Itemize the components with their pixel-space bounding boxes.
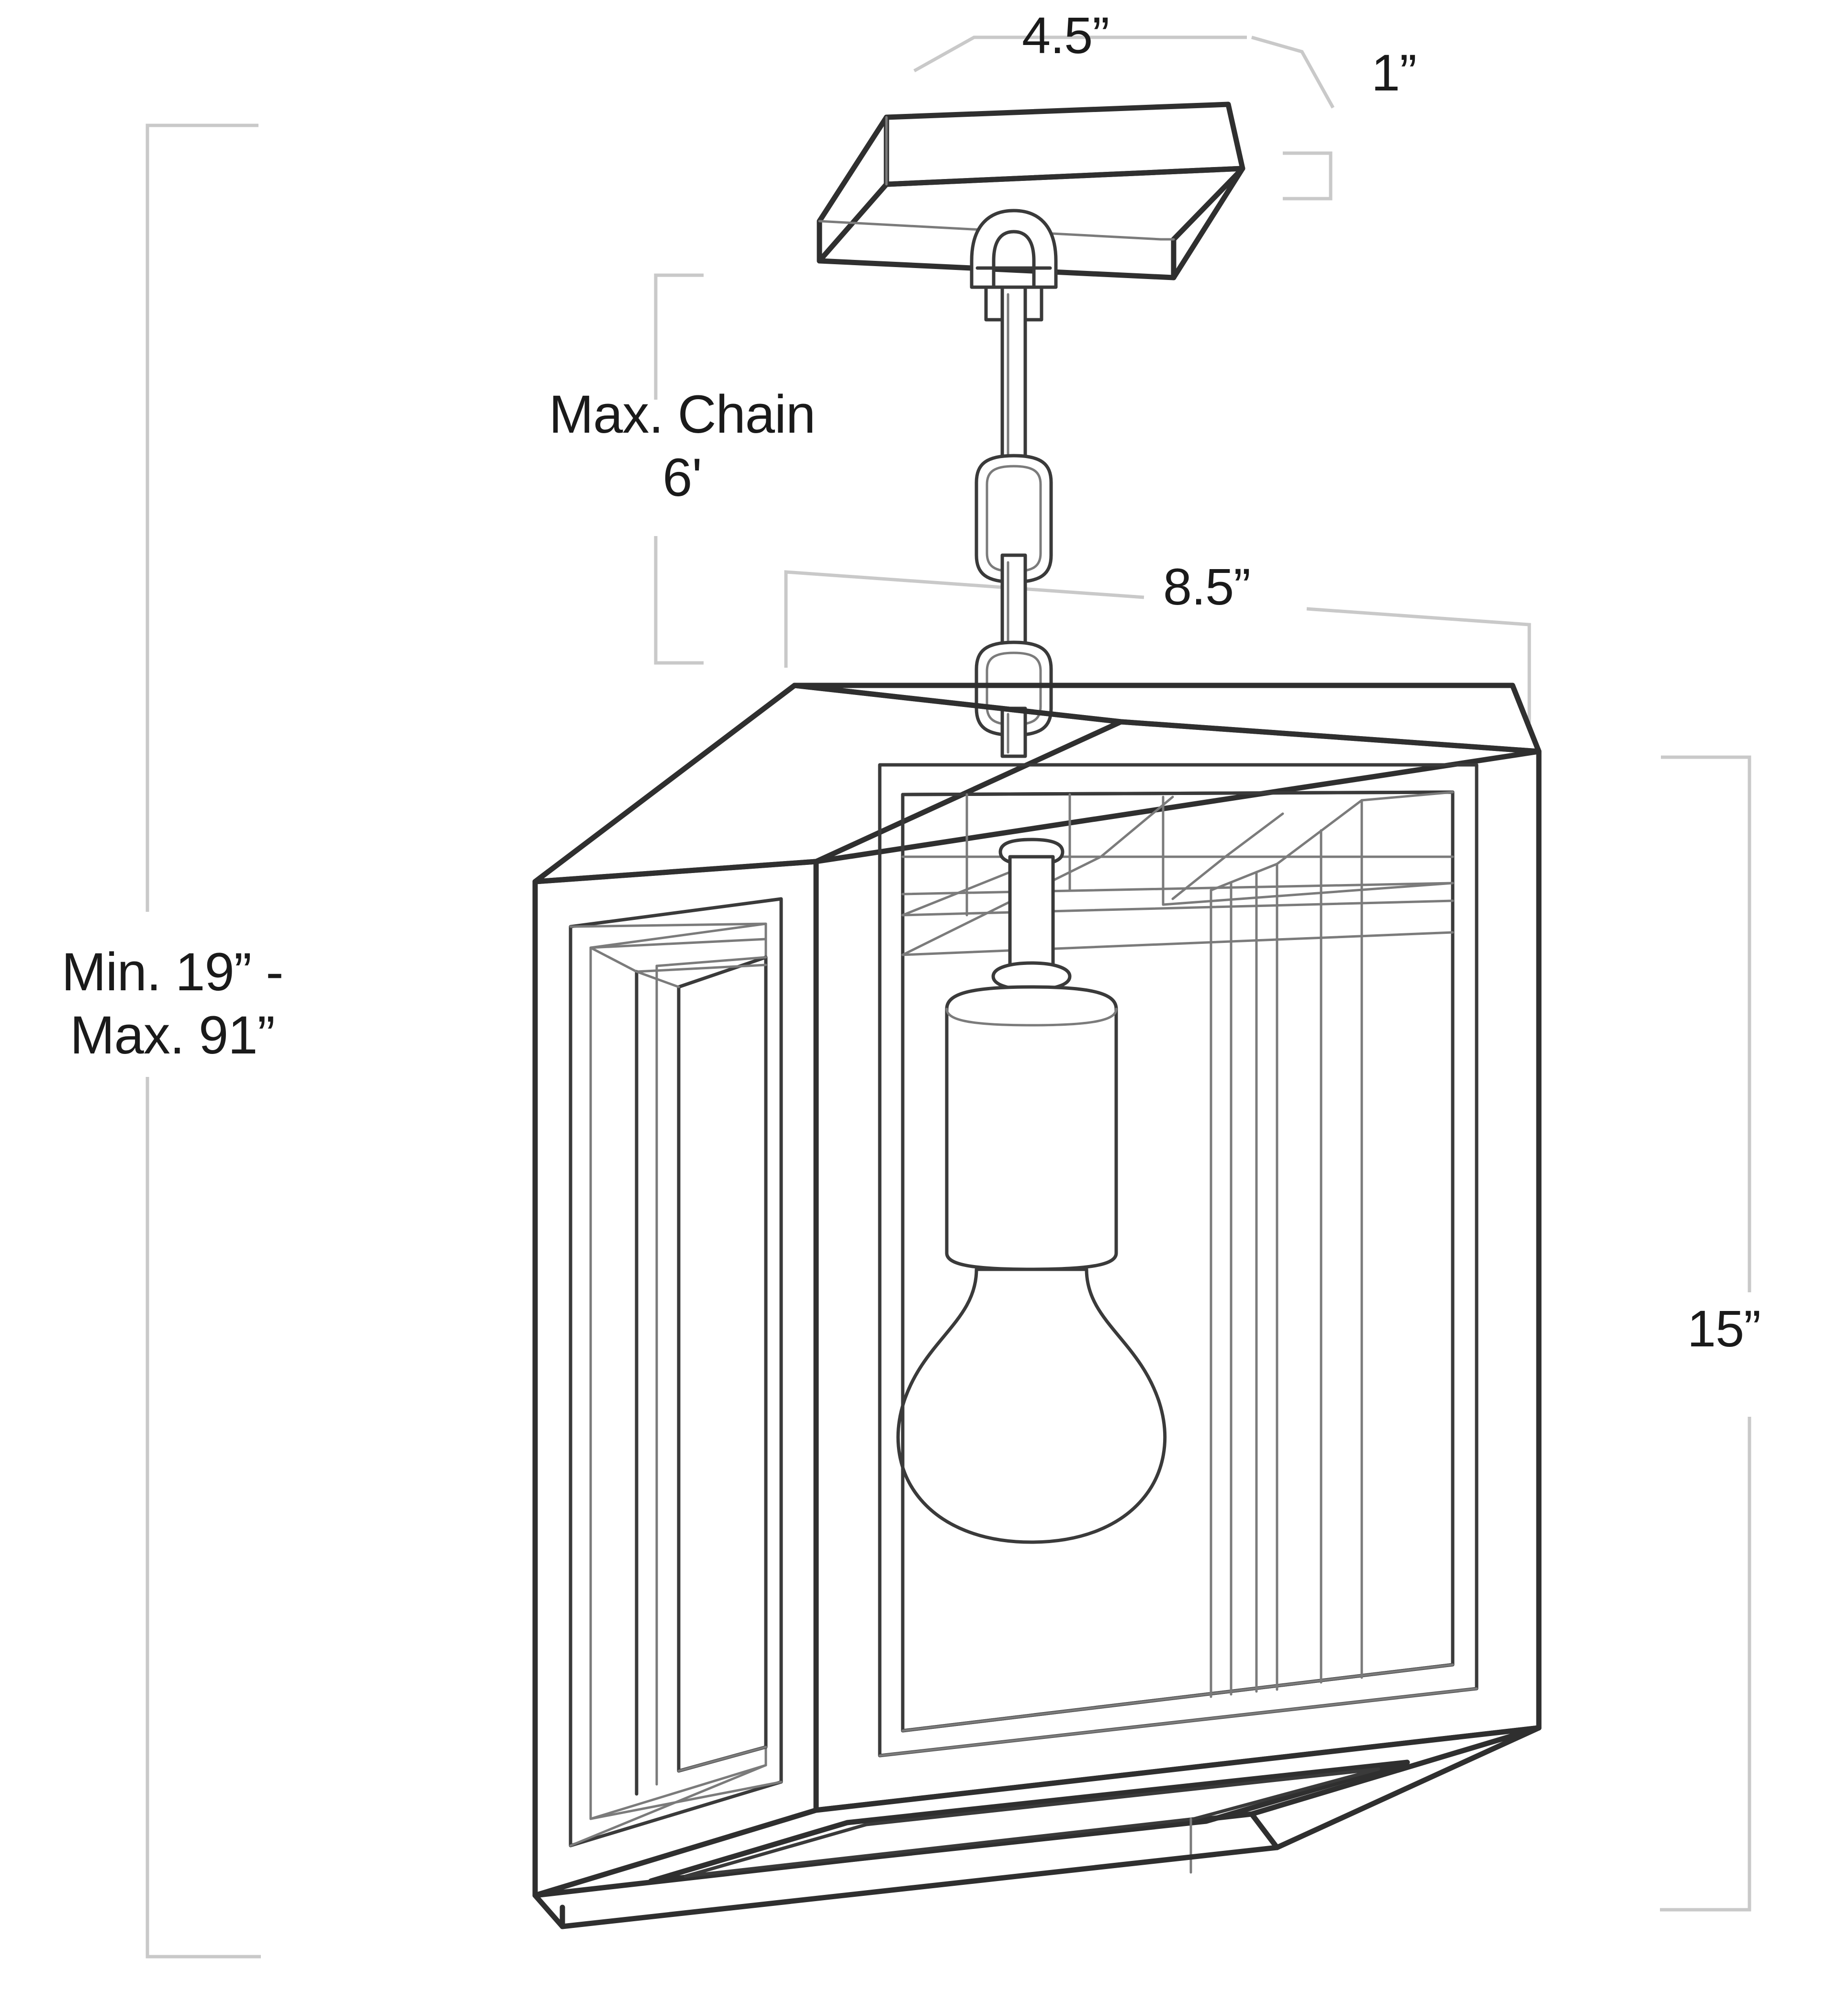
- bulb: [896, 1267, 1167, 1544]
- canopy: [817, 101, 1245, 280]
- dimension-max-chain: [654, 273, 704, 665]
- max-chain-line-2: 6': [662, 448, 702, 508]
- bottom-base: [532, 1725, 1542, 1929]
- dimension-fixture-width: [784, 570, 1531, 723]
- dimension-overall-drop: [146, 123, 261, 1959]
- drop-line-2: Max. 91”: [70, 1005, 275, 1065]
- dimension-fixture-height: [1660, 755, 1751, 1912]
- dimension-canopy-height: [1283, 151, 1333, 201]
- interior-back-corner: [1210, 791, 1454, 1698]
- dimension-label-overall-drop: Min. 19” -Max. 91”: [19, 941, 325, 1067]
- dimension-label-canopy-width: 4.5”: [1022, 6, 1110, 64]
- drop-line-1: Min. 19” -: [61, 942, 284, 1002]
- panel-bottom-bands: [569, 1663, 1478, 1847]
- dimension-label-fixture-width: 8.5”: [1163, 558, 1251, 616]
- dimension-label-canopy-height: 1”: [1371, 44, 1417, 101]
- dimension-canopy-width: [913, 35, 1335, 109]
- interior-ceiling-structure: [901, 793, 1454, 956]
- socket: [945, 838, 1118, 1271]
- dimension-label-fixture-height: 15”: [1687, 1299, 1761, 1357]
- max-chain-line-1: Max. Chain: [549, 384, 816, 444]
- left-panel-frames: [569, 897, 783, 1848]
